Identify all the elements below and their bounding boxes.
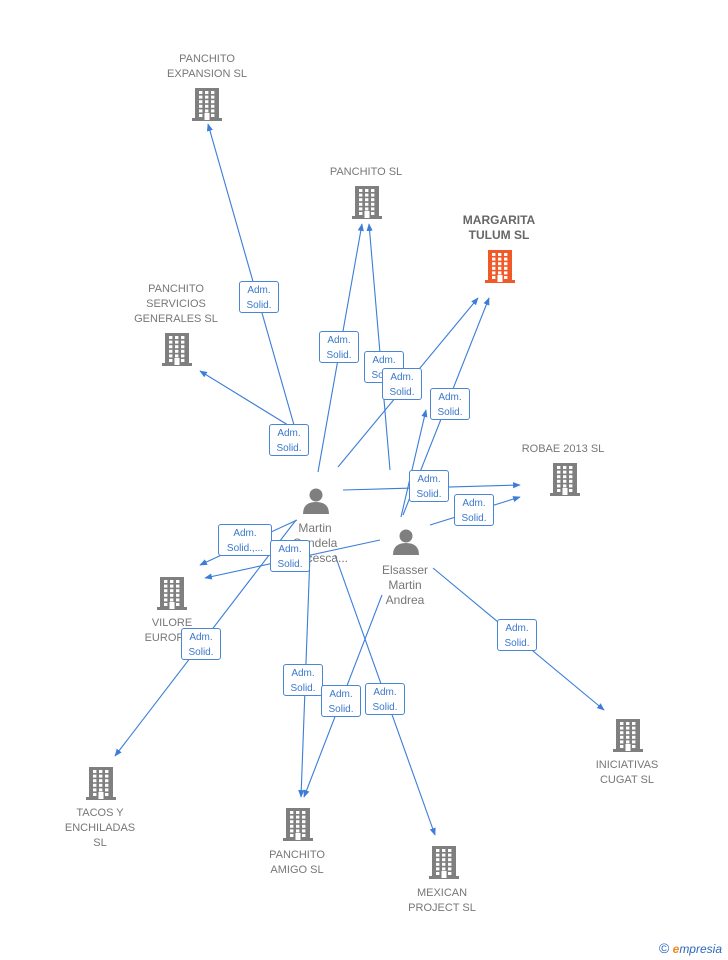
person-label-line: Andrea bbox=[385, 593, 425, 607]
company-label-line: SERVICIOS bbox=[146, 298, 206, 310]
company-label-line: MARGARITA bbox=[462, 213, 536, 227]
relation-badge-line: Adm. bbox=[247, 285, 271, 296]
person-icon[interactable] bbox=[303, 488, 329, 515]
company-label-panchito-servicios[interactable]: PANCHITO SERVICIOS GENERALES SL bbox=[134, 282, 218, 327]
relation-badge[interactable]: Adm. Solid. bbox=[283, 664, 323, 696]
company-label-line: ROBAE 2013 SL bbox=[521, 443, 605, 455]
relation-badge-line: Solid. bbox=[504, 638, 530, 649]
company-label-line: PANCHITO SL bbox=[329, 166, 403, 178]
relation-badge[interactable]: Adm. Solid. bbox=[382, 368, 422, 400]
company-label-tacos[interactable]: TACOS Y ENCHILADAS SL bbox=[65, 806, 135, 851]
relation-badge[interactable]: Adm. Solid. bbox=[365, 683, 405, 715]
relation-badge-line: Adm. bbox=[505, 623, 529, 634]
relation-badge-line: Solid. bbox=[326, 350, 352, 361]
relation-badge-line: Adm. bbox=[373, 687, 397, 698]
person-label-line: Martin bbox=[298, 521, 332, 535]
company-label-line: EXPANSION SL bbox=[167, 68, 247, 80]
relation-badge-line: Adm. bbox=[329, 689, 353, 700]
relation-badge[interactable]: Adm. Solid. bbox=[430, 388, 470, 420]
relation-badge-line: Solid. bbox=[328, 704, 354, 715]
relation-badge-line: Solid.,... bbox=[226, 543, 264, 554]
relation-badge-line: Adm. bbox=[417, 474, 441, 485]
company-label-line: GENERALES SL bbox=[134, 313, 218, 325]
relation-badge[interactable]: Adm. Solid.,... bbox=[218, 524, 272, 556]
relation-badge[interactable]: Adm. Solid. bbox=[270, 540, 310, 572]
company-label-robae[interactable]: ROBAE 2013 SL bbox=[522, 442, 605, 457]
relation-badge-line: Adm. bbox=[462, 498, 486, 509]
relation-badge-line: Solid. bbox=[461, 513, 487, 524]
relation-badge-line: Solid. bbox=[437, 407, 463, 418]
relation-badge[interactable]: Adm. Solid. bbox=[321, 685, 361, 717]
company-label-line: PANCHITO bbox=[269, 849, 325, 861]
relation-badge[interactable]: Adm. Solid. bbox=[239, 281, 279, 313]
person-icon[interactable] bbox=[393, 529, 419, 556]
copyright-symbol: © bbox=[658, 940, 670, 956]
company-label-line: MEXICAN bbox=[416, 887, 468, 899]
company-label-line: TACOS Y bbox=[76, 807, 124, 819]
relation-badge-line: Adm. bbox=[277, 428, 301, 439]
relation-badge-line: Adm. bbox=[291, 668, 315, 679]
company-label-line: CUGAT SL bbox=[599, 774, 654, 786]
relation-badge-line: Adm. bbox=[438, 392, 462, 403]
edge-4 bbox=[366, 223, 391, 471]
brand-name: mpresia bbox=[679, 942, 722, 956]
building-icon[interactable] bbox=[550, 463, 580, 496]
relation-badge-line: Adm. bbox=[278, 544, 302, 555]
company-label-line: TULUM SL bbox=[468, 228, 530, 242]
relation-badge[interactable]: Adm. Solid. bbox=[409, 470, 449, 502]
building-icon[interactable] bbox=[485, 250, 515, 283]
relation-badge[interactable]: Adm. Solid. bbox=[497, 619, 537, 651]
building-icon[interactable] bbox=[157, 577, 187, 610]
building-icon[interactable] bbox=[352, 186, 382, 219]
edge-1 bbox=[206, 123, 297, 433]
relation-badge[interactable]: Adm. Solid. bbox=[181, 628, 221, 660]
building-icon[interactable] bbox=[192, 88, 222, 121]
person-label-line: Elsasser bbox=[381, 563, 429, 577]
company-label-line: PANCHITO bbox=[148, 283, 204, 295]
company-label-mexican[interactable]: MEXICAN PROJECT SL bbox=[408, 886, 476, 916]
building-icon[interactable] bbox=[86, 767, 116, 800]
relation-badge[interactable]: Adm. Solid. bbox=[269, 424, 309, 456]
building-icon[interactable] bbox=[283, 808, 313, 841]
relation-badge-line: Solid. bbox=[372, 702, 398, 713]
edge-7 bbox=[199, 370, 297, 431]
company-label-line: ENCHILADAS bbox=[64, 822, 136, 834]
relation-badge-line: Solid. bbox=[416, 489, 442, 500]
person-label-line: Martin bbox=[388, 578, 422, 592]
relation-badge-line: Adm. bbox=[233, 528, 257, 539]
company-label-iniciativas[interactable]: INICIATIVAS CUGAT SL bbox=[596, 758, 659, 788]
brand-logo-e: e bbox=[672, 942, 680, 956]
relation-badge-line: Solid. bbox=[188, 647, 214, 658]
relation-badge[interactable]: Adm. Solid. bbox=[454, 494, 494, 526]
company-label-line: PANCHITO bbox=[179, 53, 235, 65]
company-label-line: AMIGO SL bbox=[270, 864, 324, 876]
building-icon[interactable] bbox=[162, 333, 192, 366]
company-label-panchito-amigo[interactable]: PANCHITO AMIGO SL bbox=[269, 848, 325, 878]
relation-badge-line: Adm. bbox=[189, 632, 213, 643]
edge-6 bbox=[400, 409, 428, 518]
relation-badge-line: Adm. bbox=[372, 355, 396, 366]
building-icon[interactable] bbox=[613, 719, 643, 752]
relation-badge-line: Adm. bbox=[390, 372, 414, 383]
company-label-line: INICIATIVAS bbox=[595, 759, 659, 771]
company-label-panchito-expansion[interactable]: PANCHITO EXPANSION SL bbox=[167, 52, 247, 82]
relation-badge-line: Adm. bbox=[327, 335, 351, 346]
relation-badge-line: Solid. bbox=[389, 387, 415, 398]
relation-badge[interactable]: Adm. Solid. bbox=[319, 331, 359, 363]
relation-badge-line: Solid. bbox=[290, 683, 316, 694]
relation-badge-line: Solid. bbox=[246, 300, 272, 311]
building-icon[interactable] bbox=[429, 846, 459, 879]
company-label-panchito-sl[interactable]: PANCHITO SL bbox=[330, 165, 402, 180]
company-label-line: PROJECT SL bbox=[408, 902, 476, 914]
company-label-line: SL bbox=[93, 837, 107, 849]
footer-brand[interactable]: © empresia bbox=[659, 940, 722, 956]
relation-badge-line: Solid. bbox=[276, 443, 302, 454]
company-label-line: VILORE bbox=[151, 617, 193, 629]
relation-badge-line: Solid. bbox=[277, 559, 303, 570]
